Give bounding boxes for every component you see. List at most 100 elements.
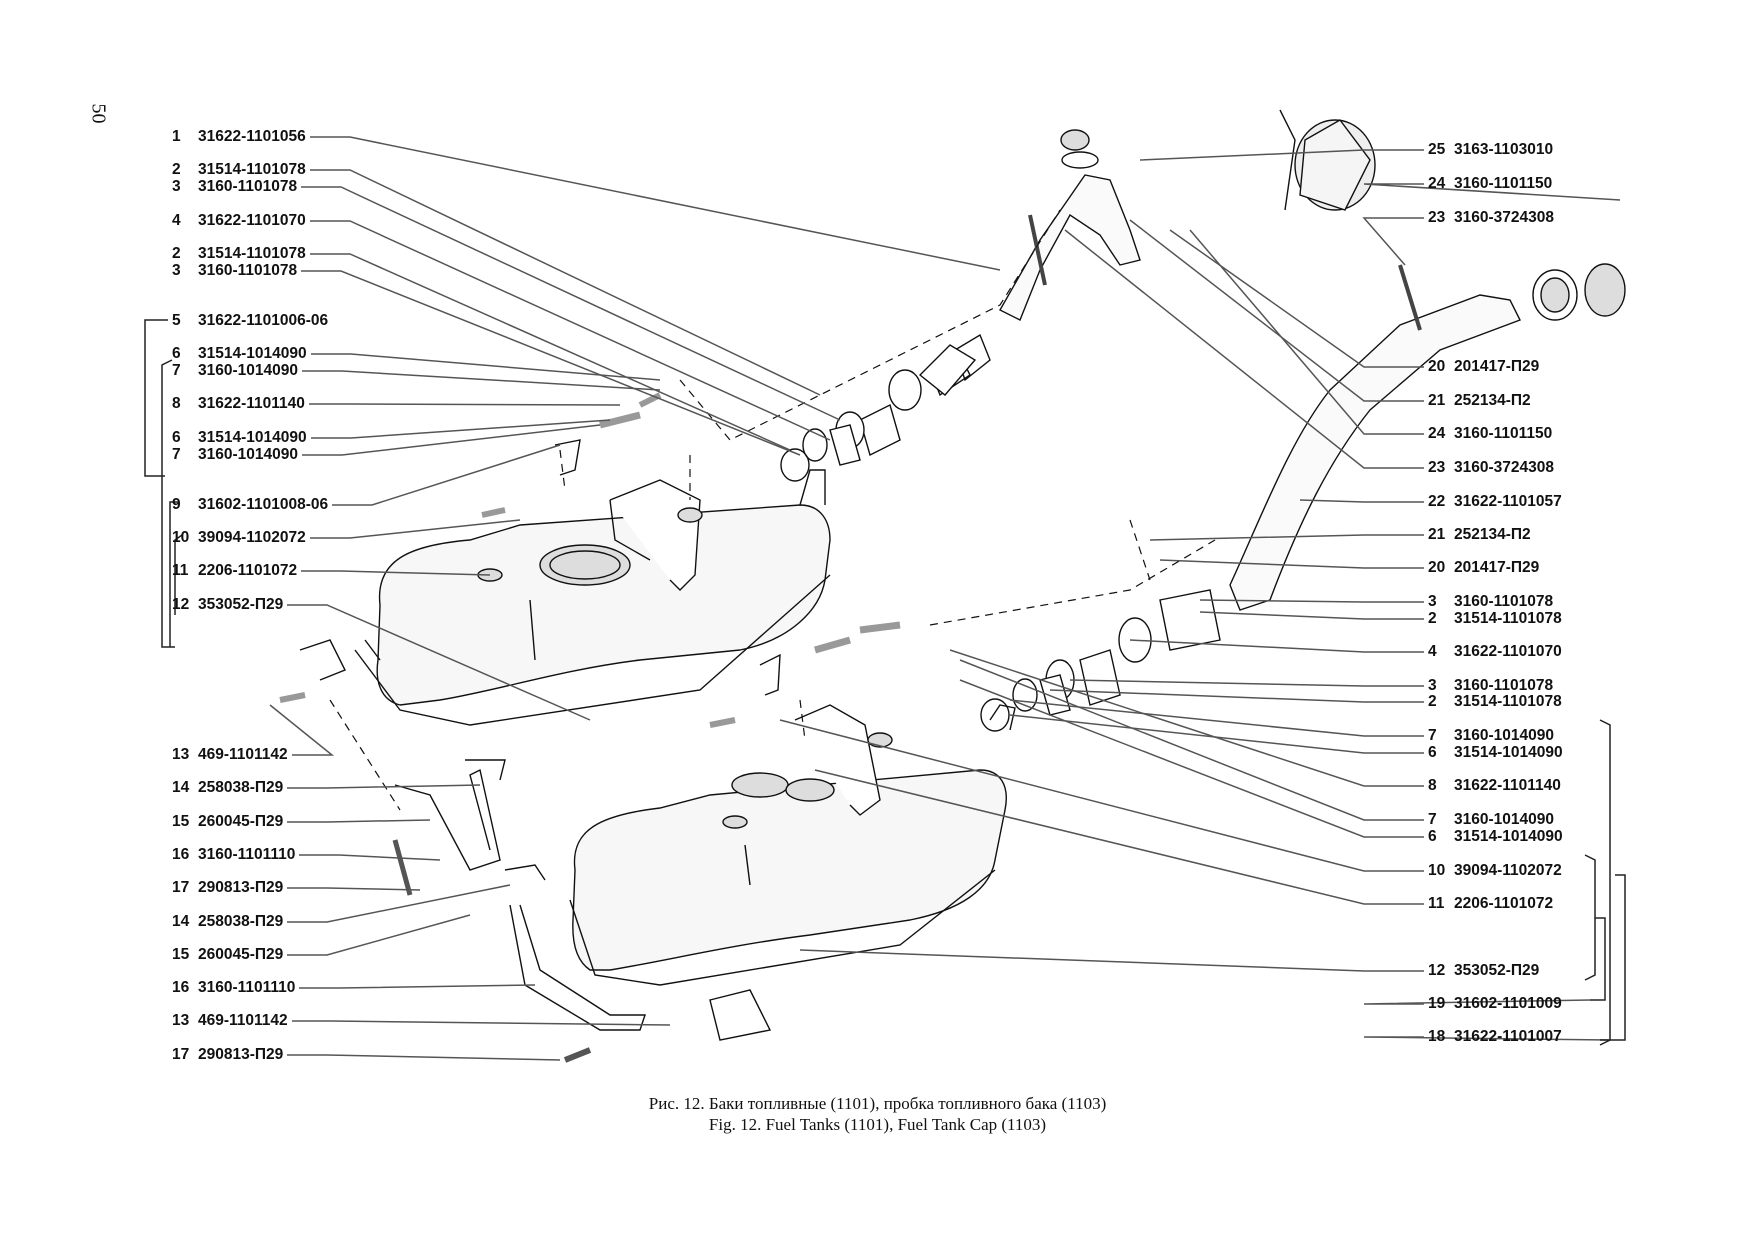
callout-number: 6 <box>1428 744 1437 761</box>
part-number: 290813-П29 <box>198 1046 284 1063</box>
part-number: 39094-1102072 <box>1454 862 1562 879</box>
callout-number: 7 <box>172 362 181 379</box>
part-number: 31622-1101006-06 <box>198 312 329 329</box>
callout-number: 6 <box>172 345 181 362</box>
part-number: 201417-П29 <box>1454 358 1540 375</box>
callout-number: 10 <box>1428 862 1446 879</box>
part-number: 290813-П29 <box>198 879 284 896</box>
part-number: 3160-1014090 <box>1454 811 1554 828</box>
group-brackets <box>144 319 1626 1046</box>
upper-tank-strap <box>299 639 506 896</box>
leader-line <box>1069 679 1424 687</box>
leader-line <box>814 769 1424 905</box>
part-number: 469-1101142 <box>198 746 288 763</box>
leader-line <box>301 186 841 421</box>
callout-number: 12 <box>1428 962 1446 979</box>
part-number: 31602-1101008-06 <box>198 496 329 513</box>
callout-number: 1 <box>172 128 181 145</box>
part-number: 3160-1101110 <box>198 846 296 863</box>
leader-line <box>779 719 1424 872</box>
part-number: 31514-1101078 <box>198 161 306 178</box>
callout-number: 21 <box>1428 392 1446 409</box>
part-number: 31622-1101056 <box>198 128 306 145</box>
leader-line <box>1064 229 1424 469</box>
leader-line <box>1129 639 1424 653</box>
part-number: 2206-1101072 <box>1454 895 1554 912</box>
part-number: 3160-1101150 <box>1454 175 1553 192</box>
callout-number: 6 <box>1428 828 1437 845</box>
callout-number: 3 <box>172 262 181 279</box>
leader-line <box>311 419 611 439</box>
part-number: 3160-1101110 <box>198 979 296 996</box>
callout-label: 10 39094-1102072 <box>1428 862 1562 879</box>
callout-number: 21 <box>1428 526 1446 543</box>
part-number: 3160-1101150 <box>1454 425 1553 442</box>
callout-label: 17 290813-П29 <box>172 1046 283 1063</box>
leader-line <box>292 1020 671 1026</box>
part-number: 31622-1101140 <box>198 395 305 412</box>
part-number: 252134-П2 <box>1454 526 1531 543</box>
callout-number: 2 <box>1428 610 1437 627</box>
upper-hoses-clamps <box>780 344 977 482</box>
callout-number: 8 <box>1428 777 1437 794</box>
leader-line <box>309 403 621 406</box>
leader-line <box>310 169 821 396</box>
callout-number: 22 <box>1428 493 1446 510</box>
part-number: 31514-1014090 <box>1454 744 1563 761</box>
leader-line <box>301 570 491 576</box>
leader-line <box>310 136 1001 271</box>
leader-line <box>1299 499 1424 503</box>
part-number: 260045-П29 <box>198 813 284 830</box>
callout-number: 3 <box>1428 593 1437 610</box>
leader-line <box>311 353 661 381</box>
callout-number: 3 <box>1428 677 1437 694</box>
part-number: 3163-1103010 <box>1454 141 1554 158</box>
leader-line <box>1009 714 1424 754</box>
tank-fittings <box>279 392 901 728</box>
leader-line <box>299 854 441 861</box>
leader-line <box>332 444 561 506</box>
callout-number: 17 <box>172 1046 190 1063</box>
leader-line <box>1363 999 1591 1005</box>
leader-line <box>1159 559 1424 569</box>
leader-line <box>299 984 536 989</box>
callout-number: 9 <box>172 496 181 513</box>
callout-number: 7 <box>1428 727 1437 744</box>
leader-line <box>1362 217 1424 266</box>
callout-number: 11 <box>1428 895 1445 912</box>
callout-number: 14 <box>172 779 190 796</box>
lower-tank-strap <box>504 864 772 1063</box>
callout-number: 23 <box>1428 209 1446 226</box>
callout-number: 19 <box>1428 995 1446 1012</box>
callout-number: 2 <box>172 161 181 178</box>
leader-line <box>1363 1036 1611 1041</box>
lower-fuel-tank <box>569 704 1016 986</box>
caption-russian: Рис. 12. Баки топливные (1101), пробка т… <box>648 1094 1107 1113</box>
leader-line <box>287 884 511 923</box>
part-number: 3160-1101078 <box>1454 593 1554 610</box>
upper-fuel-tank <box>354 469 831 726</box>
part-number: 3160-1014090 <box>198 362 298 379</box>
